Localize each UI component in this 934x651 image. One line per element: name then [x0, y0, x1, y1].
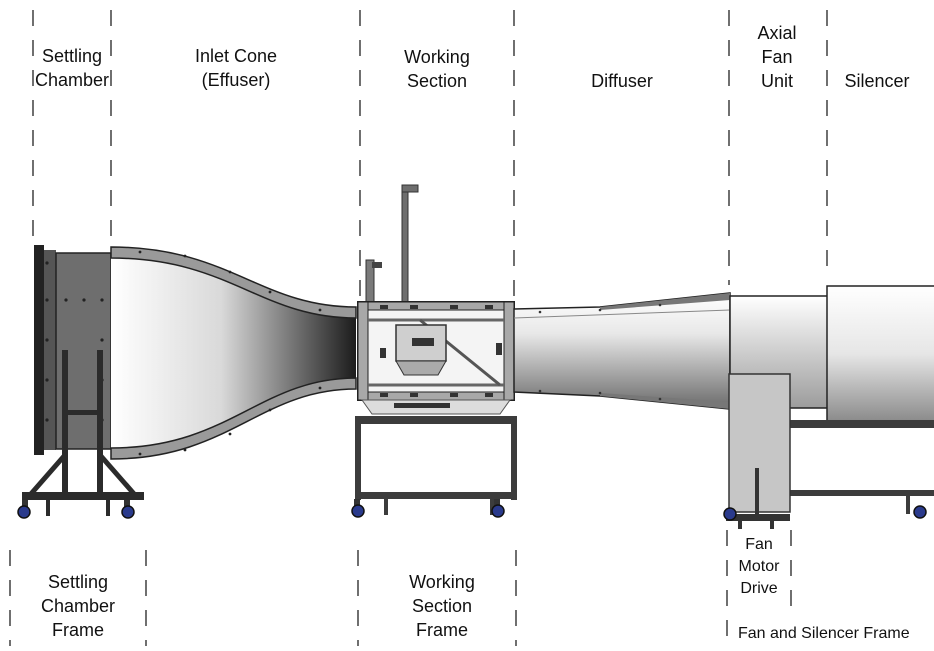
caster-wheel	[351, 499, 365, 518]
settling-chamber-frame	[22, 350, 144, 516]
silencer	[826, 285, 934, 423]
caster-wheel	[121, 500, 135, 519]
working-section	[357, 184, 515, 401]
fan-and-silencer-frame	[790, 420, 934, 514]
section-dividers	[9, 10, 828, 646]
label-diffuser: Diffuser	[591, 71, 653, 91]
label-silencer: Silencer	[844, 71, 910, 91]
inlet-cone	[110, 246, 357, 460]
label-fan-and-silencer-frame: Fan and Silencer Frame	[738, 625, 910, 642]
fan-motor-drive	[726, 373, 791, 529]
diffuser	[513, 292, 731, 410]
label-inlet-cone: Inlet Cone(Effuser)	[194, 46, 278, 90]
caster-wheel	[17, 500, 31, 519]
caster-wheels	[17, 499, 927, 521]
caster-wheel	[913, 505, 927, 519]
caster-wheel	[491, 499, 505, 518]
caster-wheel	[723, 507, 737, 521]
working-section-frame	[355, 399, 517, 515]
